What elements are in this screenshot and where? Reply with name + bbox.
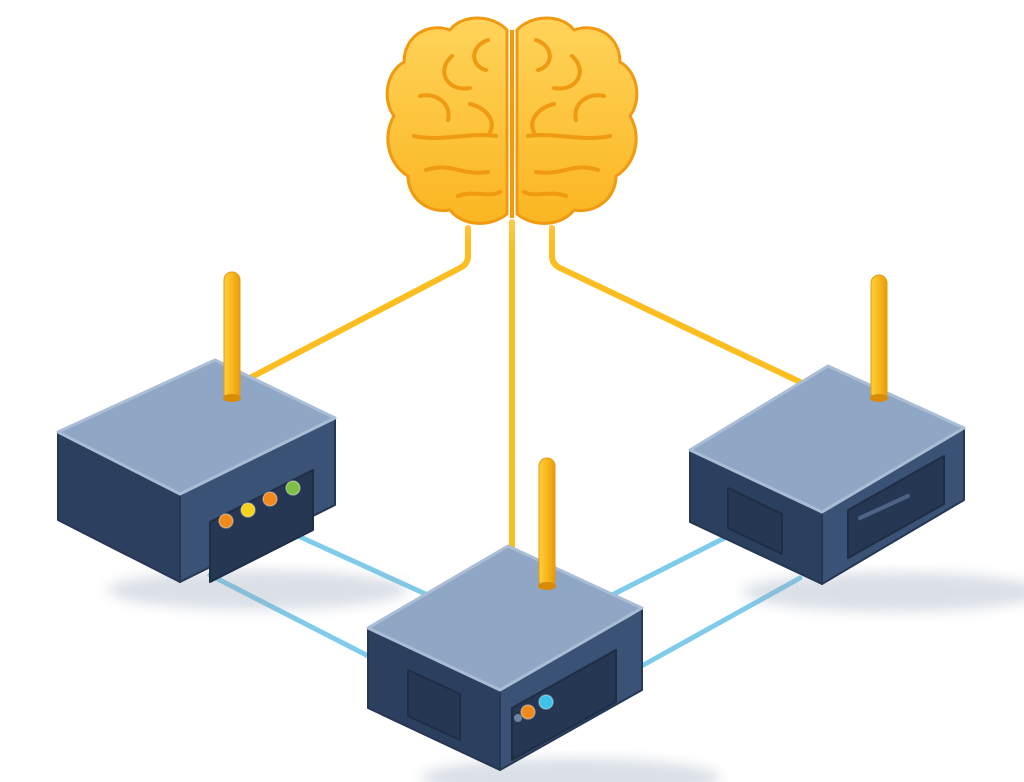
brain-icon [360, 10, 660, 250]
router-right-side-slot [727, 487, 783, 555]
router-left-antenna-base [223, 394, 241, 402]
router-left-led-2 [240, 502, 256, 518]
router-center-top-face [366, 544, 644, 692]
router-right-shadow [743, 572, 1024, 612]
router-center-led-panel [511, 649, 617, 761]
router-center-led-dot [514, 714, 522, 722]
router-center-led-2 [538, 694, 554, 710]
brain-folds [412, 38, 612, 198]
data-link-left-center-1 [282, 527, 433, 599]
router-left-shadow [107, 570, 408, 610]
router-right [688, 274, 1024, 612]
router-center-antenna [538, 457, 556, 589]
router-center-shadow [421, 758, 721, 782]
router-left-led-panel [209, 469, 314, 583]
router-right-led-panel [847, 455, 945, 559]
router-center-led-1 [520, 704, 536, 720]
router-left-led-3 [262, 491, 278, 507]
router-center-antenna-base [538, 582, 556, 590]
control-links [239, 219, 803, 555]
control-link-brain-right [549, 225, 803, 385]
router-right-antenna [870, 274, 888, 401]
router-left [56, 271, 408, 610]
router-right-antenna-base [870, 394, 888, 402]
router-center-side-slot [407, 669, 461, 741]
router-right-top-face [688, 364, 966, 514]
router-left-led-4 [285, 480, 301, 496]
router-right-vent-line [858, 494, 910, 520]
routers [56, 271, 1024, 782]
router-left-led-1 [218, 513, 234, 529]
router-center [366, 457, 721, 782]
router-left-antenna [223, 271, 241, 401]
router-left-top-face [56, 358, 337, 496]
control-link-brain-left [239, 225, 471, 385]
